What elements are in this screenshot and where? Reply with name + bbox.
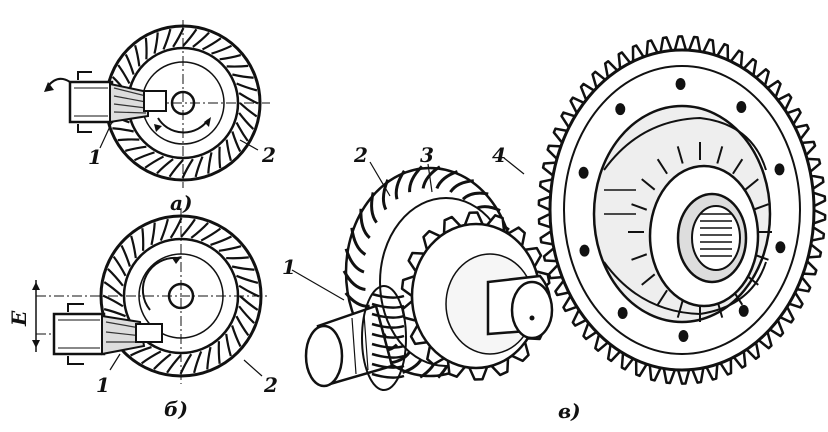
caption-a: а) <box>170 191 192 215</box>
label-c-ring: 2 <box>353 143 368 167</box>
view-a-gear-teeth <box>107 27 259 179</box>
label-c-pinion: 1 <box>282 255 296 279</box>
view-a-pinion-shaft <box>44 71 167 133</box>
caption-b: б) <box>164 397 188 421</box>
label-b-pinion: 1 <box>96 373 110 397</box>
view-b: E 1 2 б) <box>7 208 278 421</box>
bolt-ring <box>578 78 786 342</box>
small-spur-gear <box>400 211 554 381</box>
big-spur-gear <box>537 35 827 385</box>
view-c: 1 2 3 4 в) <box>282 35 827 423</box>
view-b-pinion-shaft <box>52 303 163 365</box>
drive-pinion <box>304 285 407 391</box>
caption-c: в) <box>558 399 581 423</box>
label-a-gear: 2 <box>261 143 276 167</box>
label-c-spur: 3 <box>420 143 434 167</box>
splined-bore <box>691 205 741 271</box>
label-c-big-gear: 4 <box>492 143 506 167</box>
view-a: 1 2 а) <box>44 20 276 215</box>
label-b-offset: E <box>7 310 31 327</box>
label-a-pinion: 1 <box>88 145 102 169</box>
label-b-gear: 2 <box>263 373 278 397</box>
view-b-gear-teeth <box>102 217 260 375</box>
